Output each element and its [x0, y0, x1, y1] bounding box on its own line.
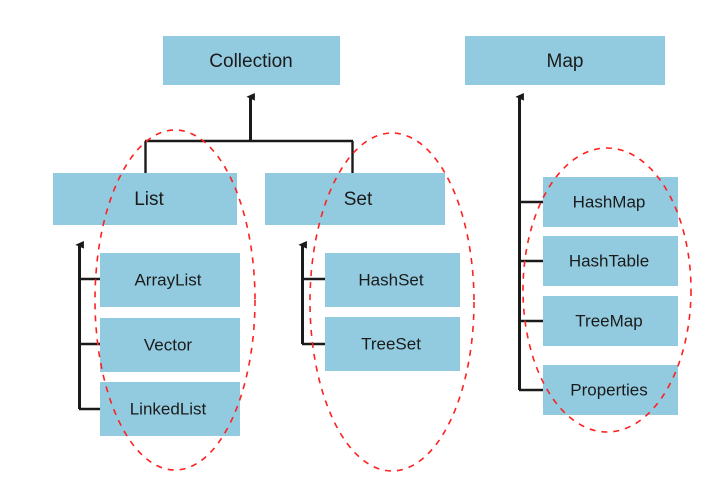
- edge-map-to-implementations: [515, 93, 543, 392]
- edge-set-to-implementations: [298, 241, 325, 346]
- group-ellipse-map: [522, 147, 692, 433]
- node-map[interactable]: Map: [465, 36, 665, 85]
- group-ellipse-list: [94, 129, 256, 471]
- node-collection-box[interactable]: [163, 36, 340, 85]
- node-properties[interactable]: Properties: [543, 365, 678, 415]
- node-hashmap-label: HashMap: [573, 192, 646, 211]
- node-vector-box[interactable]: [100, 318, 240, 372]
- node-hashset[interactable]: HashSet: [325, 253, 460, 307]
- edge-collection-to-interfaces: [144, 93, 354, 173]
- node-set-label: Set: [344, 189, 373, 210]
- node-set-box[interactable]: [265, 173, 445, 225]
- node-hashmap-box[interactable]: [543, 177, 678, 227]
- node-linkedlist[interactable]: LinkedList: [100, 382, 240, 436]
- node-arraylist-label: ArrayList: [134, 270, 201, 289]
- node-treemap-label: TreeMap: [575, 311, 642, 330]
- node-vector-label: Vector: [144, 335, 193, 354]
- node-hashtable-label: HashTable: [569, 251, 649, 270]
- node-hashtable[interactable]: HashTable: [543, 236, 678, 286]
- edge-list-to-implementations: [75, 241, 100, 411]
- node-hashmap[interactable]: HashMap: [543, 177, 678, 227]
- node-hashset-label: HashSet: [358, 270, 423, 289]
- node-properties-label: Properties: [570, 380, 647, 399]
- group-ellipse-set: [309, 132, 475, 472]
- node-list-box[interactable]: [53, 173, 237, 225]
- node-vector[interactable]: Vector: [100, 318, 240, 372]
- node-linkedlist-label: LinkedList: [130, 399, 207, 418]
- node-arraylist-box[interactable]: [100, 253, 240, 307]
- node-collection-label: Collection: [209, 51, 292, 72]
- node-treeset[interactable]: TreeSet: [325, 317, 460, 371]
- node-treeset-label: TreeSet: [361, 334, 421, 353]
- node-map-box[interactable]: [465, 36, 665, 85]
- node-collection[interactable]: Collection: [163, 36, 340, 85]
- node-hashtable-box[interactable]: [543, 236, 678, 286]
- node-set[interactable]: Set: [265, 173, 445, 225]
- node-map-label: Map: [547, 51, 584, 72]
- node-list-label: List: [134, 189, 164, 210]
- node-hashset-box[interactable]: [325, 253, 460, 307]
- node-list[interactable]: List: [53, 173, 237, 225]
- node-linkedlist-box[interactable]: [100, 382, 240, 436]
- node-treemap-box[interactable]: [543, 296, 678, 346]
- node-arraylist[interactable]: ArrayList: [100, 253, 240, 307]
- node-treemap[interactable]: TreeMap: [543, 296, 678, 346]
- node-treeset-box[interactable]: [325, 317, 460, 371]
